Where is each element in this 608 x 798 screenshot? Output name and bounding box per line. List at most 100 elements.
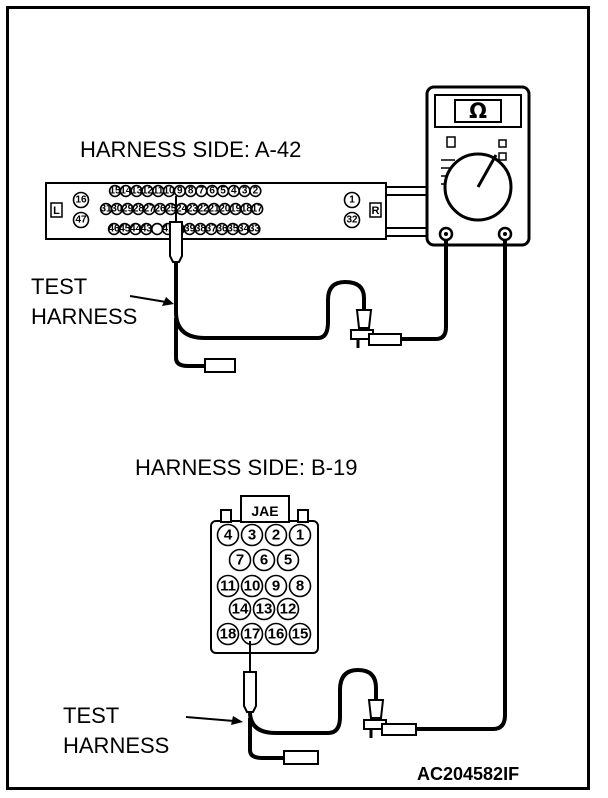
connector-a-pin-label: 44 [130, 224, 142, 235]
connector-b-pin-label: 8 [296, 578, 304, 595]
connector-a-right-pin-circle [343, 211, 361, 229]
connector-b-pin-circle [288, 523, 312, 547]
connector-a-pin-label: 7 [199, 186, 205, 197]
connector-a-pin-label: 27 [144, 204, 156, 215]
test-harness-a-arrow [129, 295, 167, 303]
test-harness-b-label: TEST HARNESS [63, 701, 169, 761]
connector-a-pin-label: 22 [198, 204, 210, 215]
connector-a-pin-label: 15 [109, 186, 121, 197]
connector-a-pin-label: 26 [154, 204, 166, 215]
connector-a-pin-label: 43 [141, 224, 153, 235]
harness-side-a42-title: HARNESS SIDE: A-42 [80, 137, 302, 162]
test-harness-b-line2: HARNESS [63, 733, 170, 758]
connector-b-pin-circle [216, 523, 240, 547]
connector-b-pin-circle [288, 574, 312, 598]
connector-b-pin-circle [264, 574, 288, 598]
connector-a-pin-label: 14 [120, 186, 132, 197]
connector-a-pin-circle [151, 222, 164, 236]
figure-code: AC204582IF [417, 764, 520, 784]
test-harness-a-line1: TEST [31, 274, 88, 299]
connector-a-pin-label: 33 [249, 224, 261, 235]
connector-b-pin-label: 1 [296, 527, 304, 544]
connector-a-pin-label: 45 [119, 224, 131, 235]
ohm-symbol: Ω [469, 99, 487, 123]
connector-a-pin-label: 29 [122, 204, 134, 215]
connector-b-pin-label: 2 [272, 527, 280, 544]
connector-a-left-pin-circle [72, 191, 90, 209]
connector-a-pin-label: 21 [208, 204, 220, 215]
connector-b-pin-circle [252, 548, 276, 572]
connector-b-pin-circle [240, 622, 264, 646]
connector-b-pin-label: 11 [220, 578, 236, 595]
connector-b-pin-label: 9 [272, 578, 280, 595]
connector-b-pin-label: 7 [236, 552, 244, 569]
connector-a-pin-label: 4 [231, 186, 237, 197]
test-harness-a-line2: HARNESS [31, 304, 138, 329]
connector-b-pin-label: 12 [280, 601, 297, 618]
connector-a-right-pin-label: 1 [349, 195, 355, 206]
connector-a-pin-label: 11 [153, 186, 164, 197]
connector-a-pin-label: 13 [131, 186, 143, 197]
connector-b-pin-label: 3 [248, 527, 256, 544]
connector-b-pin-circle [276, 548, 300, 572]
connector-b-pin-label: 4 [224, 527, 233, 544]
connector-a-pin-label: 23 [187, 204, 199, 215]
connector-a-pin-label: 24 [176, 204, 188, 215]
connector-b-pin-label: 6 [260, 552, 268, 569]
connector-a-left-mark: L [53, 205, 60, 217]
connector-a-pin-label: 37 [206, 224, 218, 235]
connector-b-pin-circle [216, 622, 240, 646]
connector-b-pin-circle [216, 574, 240, 598]
connector-b-pin-label: 5 [284, 552, 292, 569]
connector-b-pin-circle [228, 597, 252, 621]
test-harness-b [243, 240, 507, 765]
arrow-head-b [231, 716, 243, 725]
connector-a-pin-label: 18 [241, 204, 253, 215]
connector-b-pin-circle [288, 622, 312, 646]
connector-a-pin-label: 39 [184, 224, 196, 235]
test-harness-b-arrow [185, 716, 235, 722]
connector-a-pin-label: 19 [230, 204, 242, 215]
connector-a-pin-label: 12 [142, 186, 154, 197]
connector-a-pin-label: 35 [227, 224, 239, 235]
connector-b-pin-label: 15 [292, 626, 309, 643]
connector-a-pin-label: 28 [133, 204, 145, 215]
connector-b-pin-circle [264, 523, 288, 547]
connector-b-brand: JAE [251, 503, 278, 519]
connector-b-pin-label: 17 [244, 626, 261, 643]
connector-a-pin-label: 30 [111, 204, 123, 215]
connector-a-left-pin-label: 47 [75, 215, 87, 226]
connector-a-right-mark: R [372, 205, 380, 217]
connector-a-pin-label: 36 [216, 224, 228, 235]
harness-side-b19-title: HARNESS SIDE: B-19 [135, 455, 358, 480]
connector-a-pin-label: 17 [252, 204, 264, 215]
connector-a-pin-label: 10 [163, 186, 175, 197]
connector-a-right-pin-circle [343, 191, 361, 209]
connector-b-pin-label: 14 [232, 601, 249, 618]
arrow-head-a [162, 297, 174, 306]
connector-a-pin-label: 25 [165, 204, 177, 215]
connector-a-pin-circle [248, 222, 261, 236]
connector-a-pin-label: 20 [219, 204, 231, 215]
connector-a-right-pin-label: 32 [346, 215, 358, 226]
test-harness-a [169, 196, 448, 373]
connector-a-left-pin-label: 16 [75, 195, 87, 206]
connector-b-pin-circle [264, 622, 288, 646]
test-harness-a-label: TEST HARNESS [31, 272, 137, 332]
connector-a-pin-label: 34 [238, 224, 250, 235]
connector-a-pin-label: 2 [253, 186, 259, 197]
connector-a-pin-label: 31 [100, 204, 112, 215]
connector-a-pin-label: 38 [195, 224, 207, 235]
connector-a-pin-circle [249, 184, 262, 198]
test-harness-b-line1: TEST [63, 703, 120, 728]
connector-b-pin-circle [252, 597, 276, 621]
connector-b-pin-label: 16 [268, 626, 285, 643]
connector-a-pin-label: 5 [220, 186, 226, 197]
connector-a-pin-label: 41 [162, 224, 174, 235]
connector-b-pin-label: 10 [244, 578, 261, 595]
multimeter [425, 85, 531, 247]
connector-a-pin-label: 8 [188, 186, 194, 197]
